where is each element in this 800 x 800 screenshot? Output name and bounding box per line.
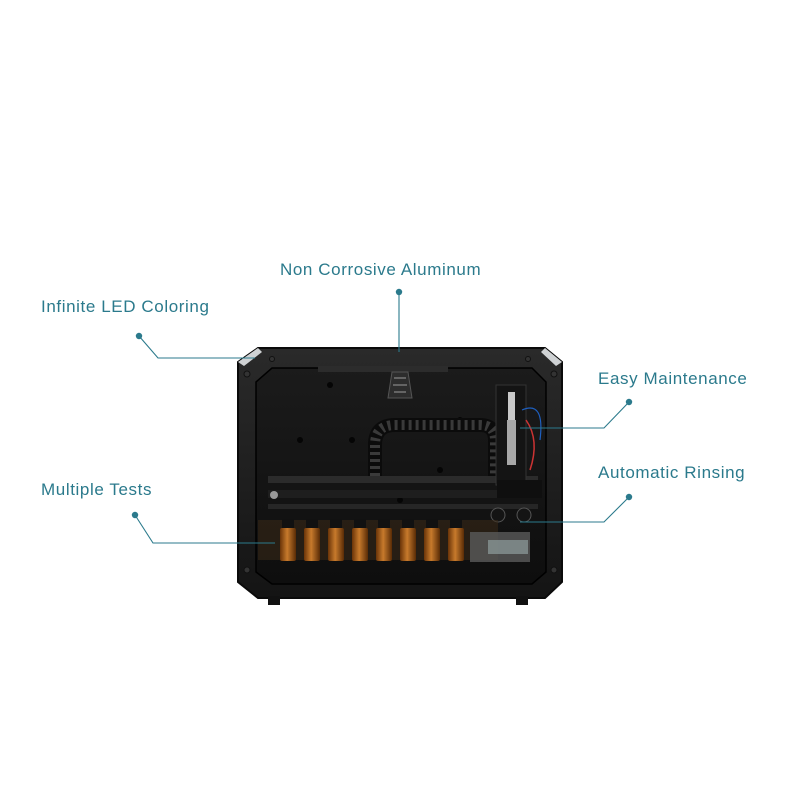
- callout-dots: [131, 288, 633, 519]
- vial-cap: [378, 519, 390, 528]
- leader-rinsing: [520, 496, 630, 523]
- callout-easy-maintenance: Easy Maintenance: [598, 369, 748, 388]
- vial-cap: [354, 519, 366, 528]
- dot-led: [135, 332, 143, 340]
- dot-rinsing: [625, 493, 633, 501]
- vial-cap: [282, 519, 294, 528]
- amber-vial: [448, 528, 464, 561]
- vial-cap: [426, 519, 438, 528]
- amber-vial: [328, 528, 344, 561]
- vial-tray: [258, 519, 530, 562]
- amber-vial: [376, 528, 392, 561]
- callout-infinite-led-coloring: Infinite LED Coloring: [41, 297, 210, 316]
- vial-cap: [330, 519, 342, 528]
- cable-chain: [368, 418, 502, 476]
- vial-cap: [402, 519, 414, 528]
- leader-tests: [134, 514, 275, 544]
- amber-vial: [304, 528, 320, 561]
- dot-tests: [131, 511, 139, 519]
- top-latch: [318, 366, 448, 399]
- amber-vial: [400, 528, 416, 561]
- callout-multiple-tests: Multiple Tests: [41, 480, 153, 499]
- callout-non-corrosive-aluminum: Non Corrosive Aluminum: [280, 260, 482, 279]
- amber-vial: [352, 528, 368, 561]
- dispensing-head: [490, 384, 542, 523]
- dot-aluminum: [395, 288, 403, 296]
- amber-vial: [424, 528, 440, 561]
- callout-automatic-rinsing: Automatic Rinsing: [598, 463, 746, 482]
- amber-vial: [280, 528, 296, 561]
- leader-maintenance: [520, 401, 630, 429]
- vial-cap: [450, 519, 462, 528]
- leader-led: [138, 335, 255, 359]
- callout-leaders: [134, 292, 630, 544]
- gantry-rails: [268, 476, 538, 509]
- dot-maintenance: [625, 398, 633, 406]
- vial-cap: [306, 519, 318, 528]
